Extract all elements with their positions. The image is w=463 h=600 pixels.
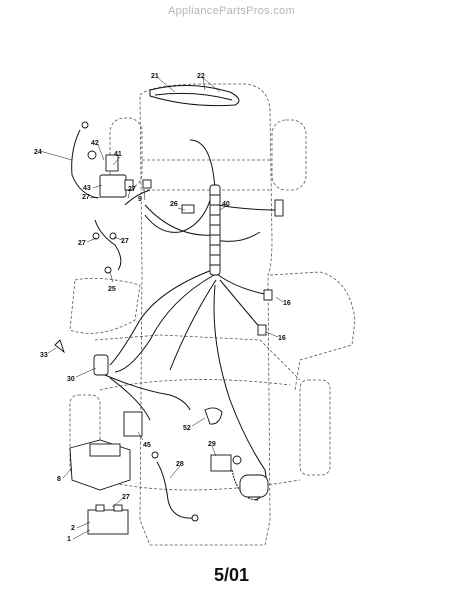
- callout-labels: 21 22 24 42 41 43 27 27 40 26 27 27 25 1…: [34, 73, 291, 543]
- callout-52: 52: [183, 425, 191, 432]
- watermark-text: AppliancePartsPros.com: [167, 5, 296, 17]
- callout-41: 41: [114, 151, 122, 158]
- callout-33: 33: [40, 352, 48, 359]
- callout-1: 1: [67, 536, 71, 543]
- callout-8: 8: [57, 476, 61, 483]
- callout-43: 43: [83, 185, 91, 192]
- callout-16a: 16: [283, 300, 291, 307]
- callout-22: 22: [197, 73, 205, 80]
- callout-29: 29: [208, 441, 216, 448]
- callout-26: 26: [170, 201, 178, 208]
- date-code: 5/01: [213, 565, 250, 585]
- callout-27d: 27: [121, 238, 129, 245]
- callout-28: 28: [176, 461, 184, 468]
- callout-27b: 27: [128, 186, 136, 193]
- leader-lines: [39, 77, 284, 540]
- callout-16b: 16: [278, 335, 286, 342]
- callout-21: 21: [151, 73, 159, 80]
- callout-45: 45: [143, 442, 151, 449]
- callout-27a: 27: [82, 194, 90, 201]
- harness-coil: [209, 184, 221, 276]
- callout-25: 25: [108, 286, 116, 293]
- callout-2: 2: [71, 525, 75, 532]
- callout-30: 30: [67, 376, 75, 383]
- callout-42: 42: [91, 140, 99, 147]
- callout-40: 40: [222, 201, 230, 208]
- components: [54, 121, 284, 535]
- callout-9: 9: [138, 196, 142, 203]
- callout-27e: 27: [122, 494, 130, 501]
- callout-24: 24: [34, 149, 42, 156]
- tractor-outline: [69, 83, 356, 546]
- callout-27c: 27: [78, 240, 86, 247]
